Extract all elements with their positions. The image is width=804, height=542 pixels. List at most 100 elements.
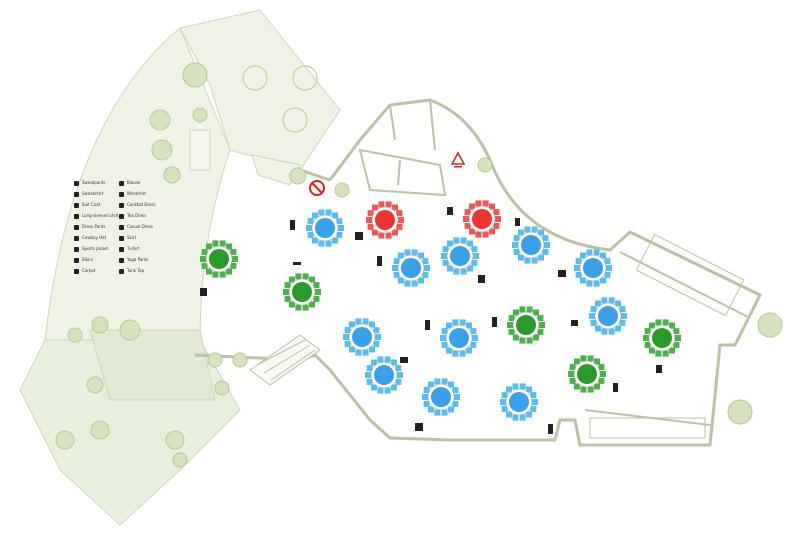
legend-label: Sweatpants bbox=[82, 180, 106, 185]
legend-label: Long-sleeved shirts bbox=[82, 213, 121, 218]
chair bbox=[464, 209, 471, 216]
chair bbox=[508, 328, 515, 335]
chair bbox=[506, 411, 512, 418]
chair bbox=[608, 297, 615, 304]
chair bbox=[441, 378, 448, 385]
chair bbox=[367, 210, 374, 217]
legend-label: Suit Coat bbox=[82, 202, 101, 207]
chair bbox=[422, 258, 429, 265]
chair bbox=[615, 325, 621, 332]
chair bbox=[537, 328, 544, 335]
chair bbox=[675, 335, 681, 341]
green-table bbox=[200, 240, 238, 278]
chair bbox=[377, 356, 384, 363]
chair bbox=[446, 322, 452, 329]
chair bbox=[373, 340, 380, 347]
chair bbox=[404, 280, 411, 287]
chair bbox=[489, 203, 495, 210]
chair bbox=[669, 347, 675, 354]
tank-top-icon bbox=[515, 218, 520, 226]
legend-item: Sports jacket bbox=[74, 246, 108, 252]
table-top bbox=[516, 315, 536, 335]
chair bbox=[212, 240, 219, 247]
chair bbox=[493, 209, 500, 216]
skirt-icon bbox=[119, 235, 124, 241]
cowboy-hat-icon bbox=[74, 235, 79, 241]
chair bbox=[375, 334, 381, 340]
green-table bbox=[568, 355, 606, 393]
chair bbox=[463, 216, 469, 222]
chair bbox=[464, 222, 471, 229]
dress-pants-icon bbox=[74, 224, 79, 230]
chair bbox=[513, 248, 520, 255]
legend-label: Blouse bbox=[127, 180, 141, 185]
chair bbox=[392, 265, 398, 271]
chair bbox=[398, 217, 404, 223]
yoga-pants-icon bbox=[119, 257, 124, 263]
suit-coat-icon bbox=[74, 202, 79, 208]
chair bbox=[524, 226, 531, 233]
chair bbox=[366, 217, 372, 223]
display-shelf-lower bbox=[589, 417, 706, 439]
chair bbox=[434, 409, 441, 416]
legend-label: Cowboy Hat bbox=[82, 235, 107, 240]
cocktail-dress-icon bbox=[119, 202, 124, 208]
chair bbox=[482, 231, 489, 238]
chair bbox=[307, 231, 314, 238]
chair bbox=[398, 277, 404, 284]
legend-label: Sports jacket bbox=[82, 246, 109, 251]
chair bbox=[453, 237, 460, 244]
legend-item: Tank Top bbox=[119, 268, 144, 274]
casual-dress-icon bbox=[119, 224, 124, 230]
chair bbox=[512, 242, 518, 248]
chair bbox=[452, 400, 459, 407]
chair bbox=[315, 289, 321, 295]
chair bbox=[606, 265, 612, 271]
chair bbox=[568, 371, 574, 377]
chair bbox=[526, 386, 532, 393]
tea-dress-icon bbox=[119, 213, 124, 219]
chair bbox=[206, 243, 212, 250]
blue-table bbox=[392, 249, 430, 287]
chair bbox=[649, 322, 655, 329]
chair bbox=[595, 300, 601, 307]
legend-item: Sweatshirt bbox=[74, 191, 103, 197]
chair bbox=[367, 223, 374, 230]
chair bbox=[289, 301, 295, 308]
chair bbox=[452, 319, 459, 326]
chair bbox=[470, 341, 477, 348]
cocktail-dress-icon bbox=[548, 424, 553, 434]
table-top bbox=[449, 328, 469, 348]
chair bbox=[512, 383, 519, 390]
chair bbox=[542, 235, 549, 242]
chair bbox=[595, 325, 601, 332]
chair bbox=[519, 414, 526, 421]
chair bbox=[219, 240, 226, 247]
chair bbox=[442, 246, 449, 253]
chair bbox=[309, 301, 315, 308]
chair bbox=[284, 282, 291, 289]
legend-item: T-shirt bbox=[119, 246, 139, 252]
chair bbox=[371, 384, 377, 391]
chair bbox=[385, 232, 392, 239]
chair bbox=[338, 225, 344, 231]
legend-item: Yoga Pants bbox=[119, 257, 149, 263]
chair bbox=[411, 249, 418, 256]
chair bbox=[362, 349, 369, 356]
long-sleeved-shirt-icon bbox=[415, 423, 423, 431]
chair bbox=[306, 225, 312, 231]
chair bbox=[533, 309, 539, 316]
chair bbox=[580, 252, 586, 259]
cowboy-hat-icon bbox=[293, 262, 301, 265]
legend-item: Suit Coat bbox=[74, 202, 100, 208]
hazard-warning-sign bbox=[450, 151, 466, 168]
legend-label: Sweatshirt bbox=[82, 191, 104, 196]
blouse-icon bbox=[447, 207, 453, 215]
chair bbox=[526, 306, 533, 313]
chair bbox=[542, 248, 549, 255]
windshirt-icon bbox=[119, 191, 124, 197]
chair bbox=[575, 258, 582, 265]
chair bbox=[201, 249, 208, 256]
chair bbox=[531, 226, 538, 233]
